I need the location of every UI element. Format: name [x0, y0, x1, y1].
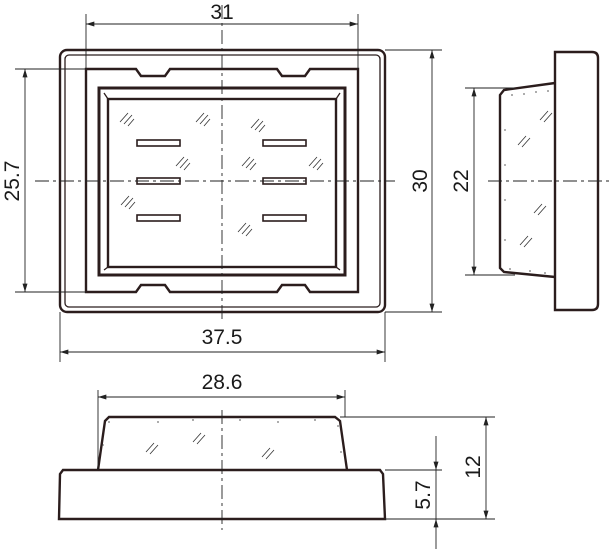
dim-31: 31 [210, 1, 233, 24]
dim-37-5: 37.5 [202, 326, 243, 349]
dim-25-7: 25.7 [1, 161, 24, 202]
dim-12: 12 [462, 455, 485, 478]
dim-22: 22 [450, 169, 473, 192]
front-view: 28.6 5.7 12 [57, 371, 495, 549]
dim-30: 30 [409, 169, 432, 192]
dim-5-7: 5.7 [412, 480, 435, 509]
side-view: 22 [450, 50, 610, 312]
terminal-slots [136, 139, 307, 222]
dim-28-6: 28.6 [202, 371, 243, 394]
top-view: 31 25.7 30 37.5 [1, 1, 442, 362]
glass-hatch [119, 112, 324, 237]
